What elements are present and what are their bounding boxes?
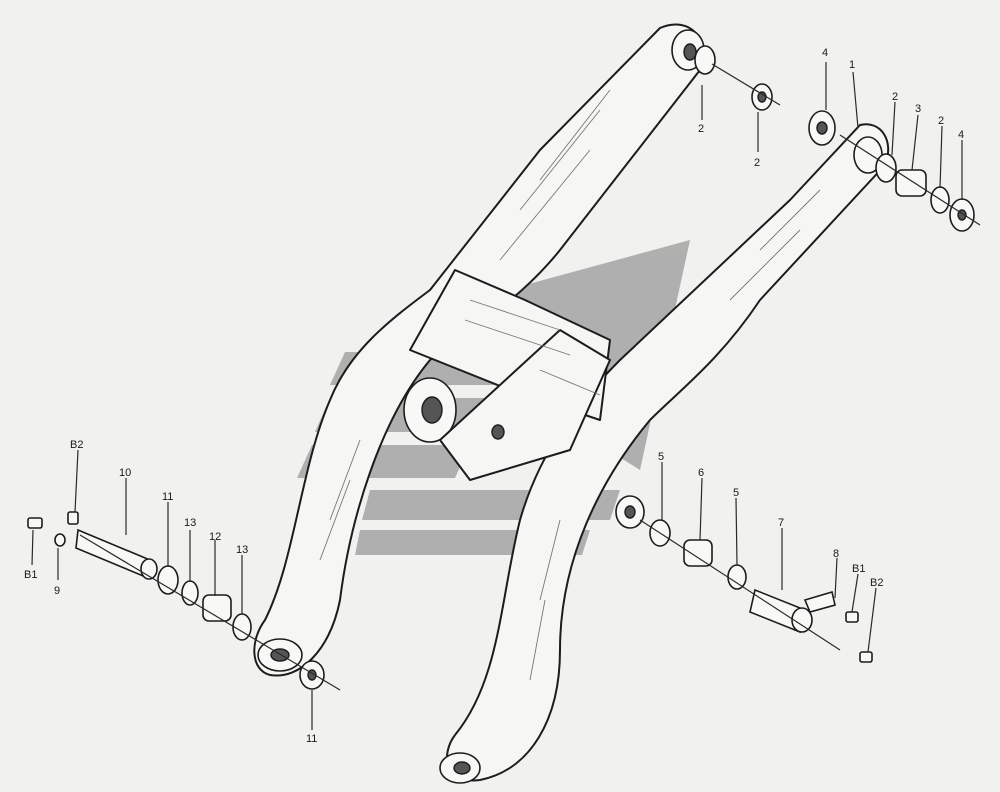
top-left-spacers — [694, 45, 781, 111]
label-6: 6 — [698, 467, 704, 479]
top-right-pin-stack — [808, 110, 981, 232]
label-B2: B2 — [70, 439, 83, 451]
label-B1: B1 — [852, 563, 865, 575]
cross-tube-assembly — [403, 269, 611, 481]
right-pin-stack — [639, 519, 873, 663]
label-B1: B1 — [24, 569, 37, 581]
label-2: 2 — [892, 91, 898, 103]
label-2: 2 — [938, 115, 944, 127]
label-B2: B2 — [870, 577, 883, 589]
leader-lines — [31, 62, 963, 730]
label-9: 9 — [54, 585, 60, 597]
label-5: 5 — [733, 487, 739, 499]
label-10: 10 — [119, 467, 131, 479]
left-lift-arm — [253, 23, 705, 677]
label-4: 4 — [958, 129, 964, 141]
label-13: 13 — [184, 517, 196, 529]
label-12: 12 — [209, 531, 221, 543]
label-11: 11 — [162, 491, 173, 503]
label-7: 7 — [778, 517, 784, 529]
part-labels: 2 2 4 1 2 3 2 4 B2 10 11 13 12 13 B1 9 1… — [24, 47, 964, 745]
label-11: 11 — [306, 733, 317, 745]
label-8: 8 — [833, 548, 839, 560]
label-2: 2 — [698, 123, 704, 135]
label-13: 13 — [236, 544, 248, 556]
label-4: 4 — [822, 47, 828, 59]
right-lift-arm — [439, 123, 890, 784]
label-3: 3 — [915, 103, 921, 115]
label-2: 2 — [754, 157, 760, 169]
label-1: 1 — [849, 59, 855, 71]
label-5: 5 — [658, 451, 664, 463]
